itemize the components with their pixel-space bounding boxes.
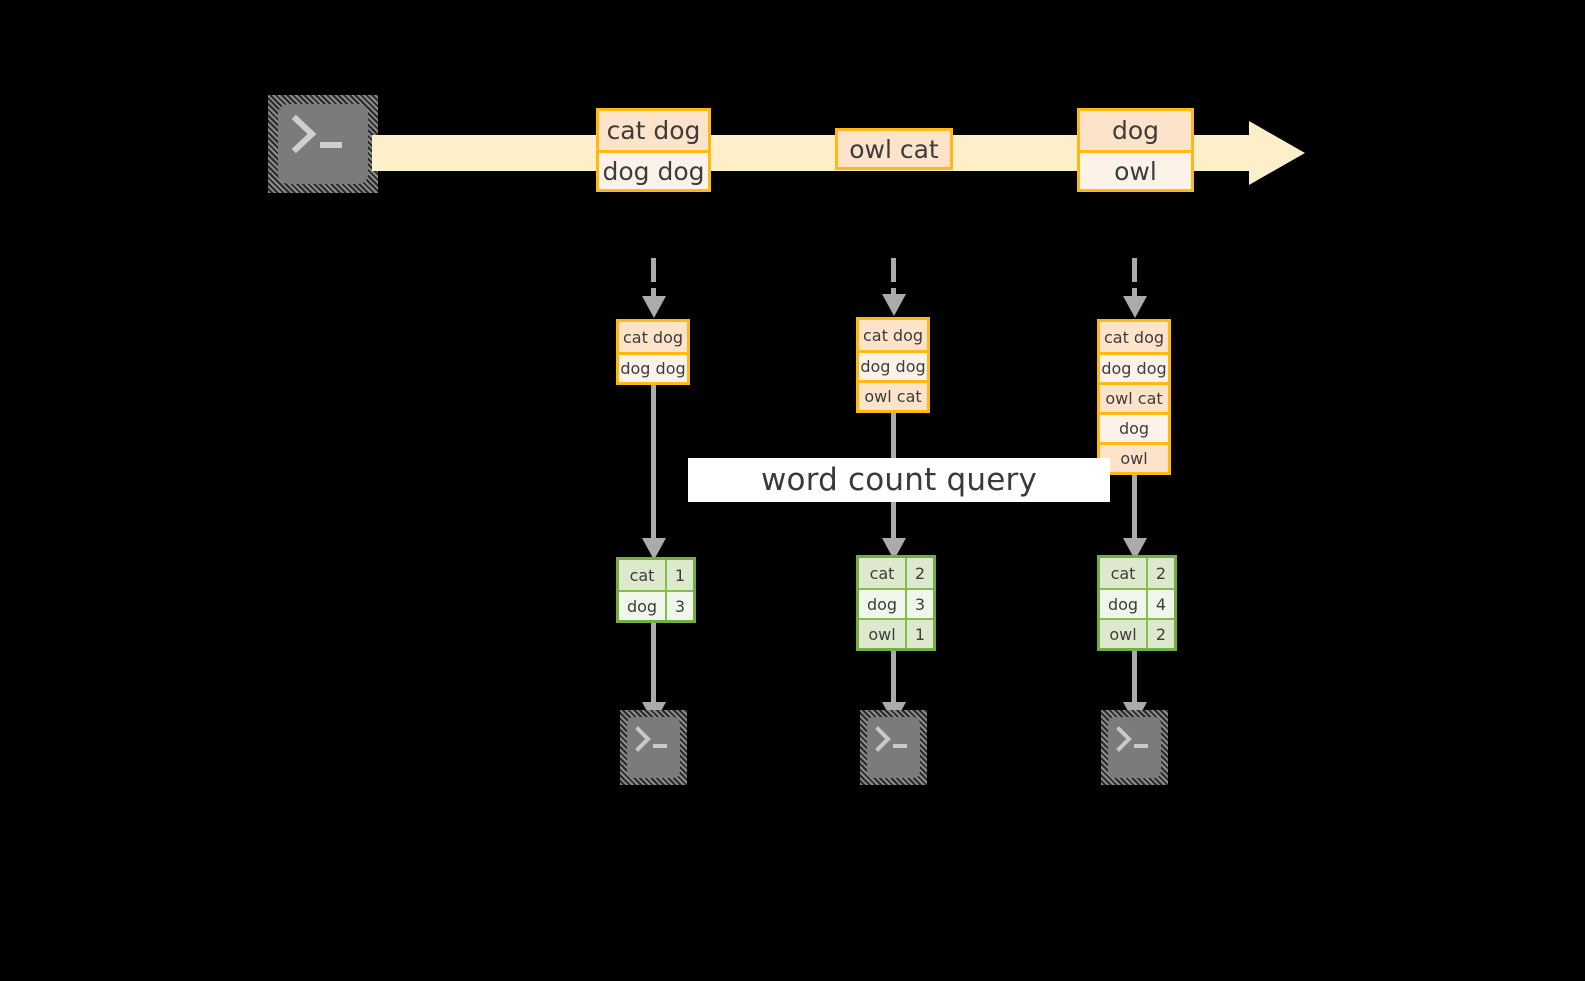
result-count: 2 xyxy=(905,558,933,588)
result-count: 2 xyxy=(1146,558,1174,588)
result-count: 2 xyxy=(1146,620,1174,648)
stream-record: cat dog xyxy=(599,111,708,150)
sink-connector-line xyxy=(651,623,656,710)
sink-connector-line xyxy=(891,651,896,710)
table-row: cat 2 xyxy=(1100,558,1174,588)
dashed-connector-segment xyxy=(651,258,656,282)
arrowhead-icon xyxy=(1123,296,1147,318)
table-row: dog 3 xyxy=(619,590,693,620)
result-count: 4 xyxy=(1146,590,1174,618)
stream-group-2[interactable]: owl cat xyxy=(835,128,953,170)
result-word: cat xyxy=(619,560,665,590)
result-table-column-1[interactable]: cat 1 dog 3 xyxy=(616,557,696,623)
snapshot-record: cat dog xyxy=(619,322,687,352)
table-row: cat 1 xyxy=(619,560,693,590)
result-word: dog xyxy=(859,590,905,618)
sink-connector-line xyxy=(1132,651,1137,710)
table-row: dog 4 xyxy=(1100,588,1174,618)
snapshot-record: cat dog xyxy=(859,320,927,350)
stream-record: dog dog xyxy=(599,150,708,189)
terminal-prompt-glyph xyxy=(875,726,907,752)
snapshot-record: dog dog xyxy=(619,352,687,382)
snapshot-record: owl xyxy=(1100,442,1168,472)
snapshot-record: dog dog xyxy=(1100,352,1168,382)
sink-terminal-icon-column-2 xyxy=(860,710,927,785)
snapshot-record: dog dog xyxy=(859,350,927,380)
result-word: owl xyxy=(859,620,905,648)
sink-terminal-icon-column-1 xyxy=(620,710,687,785)
table-row: cat 2 xyxy=(859,558,933,588)
dashed-connector-segment xyxy=(1132,288,1137,299)
snapshot-column-1[interactable]: cat dog dog dog xyxy=(616,319,690,385)
result-word: cat xyxy=(859,558,905,588)
stream-group-3[interactable]: dog owl xyxy=(1077,108,1194,192)
query-label-text: word count query xyxy=(760,462,1038,498)
result-table-column-3[interactable]: cat 2 dog 4 owl 2 xyxy=(1097,555,1177,651)
table-row: owl 1 xyxy=(859,618,933,648)
arrowhead-icon xyxy=(642,296,666,318)
snapshot-record: owl cat xyxy=(1100,382,1168,412)
stream-record: dog xyxy=(1080,111,1191,150)
table-row: owl 2 xyxy=(1100,618,1174,648)
arrowhead-icon xyxy=(642,538,666,560)
snapshot-record: cat dog xyxy=(1100,322,1168,352)
result-word: dog xyxy=(619,592,665,620)
terminal-prompt-glyph xyxy=(635,726,667,752)
sink-terminal-icon-column-3 xyxy=(1101,710,1168,785)
table-row: dog 3 xyxy=(859,588,933,618)
source-terminal-icon xyxy=(268,95,378,193)
terminal-prompt-glyph xyxy=(1116,726,1148,752)
snapshot-column-3[interactable]: cat dog dog dog owl cat dog owl xyxy=(1097,319,1171,475)
result-word: owl xyxy=(1100,620,1146,648)
query-connector-line xyxy=(1132,475,1137,542)
result-word: dog xyxy=(1100,590,1146,618)
result-count: 1 xyxy=(905,620,933,648)
dashed-connector-segment xyxy=(891,288,896,297)
result-count: 3 xyxy=(665,592,693,620)
snapshot-record: dog xyxy=(1100,412,1168,442)
terminal-prompt-glyph xyxy=(291,114,342,154)
stream-arrow-head xyxy=(1249,121,1305,185)
result-count: 1 xyxy=(665,560,693,590)
result-word: cat xyxy=(1100,558,1146,588)
dashed-connector-segment xyxy=(1132,258,1137,282)
arrowhead-icon xyxy=(882,294,906,316)
arrowhead-icon xyxy=(1123,538,1147,560)
dashed-connector-segment xyxy=(891,258,896,282)
stream-group-1[interactable]: cat dog dog dog xyxy=(596,108,711,192)
result-count: 3 xyxy=(905,590,933,618)
dashed-connector-segment xyxy=(651,288,656,299)
snapshot-record: owl cat xyxy=(859,380,927,410)
snapshot-column-2[interactable]: cat dog dog dog owl cat xyxy=(856,317,930,413)
stream-record: owl cat xyxy=(838,131,950,167)
result-table-column-2[interactable]: cat 2 dog 3 owl 1 xyxy=(856,555,936,651)
query-connector-line xyxy=(651,385,656,542)
stream-record: owl xyxy=(1080,150,1191,189)
arrowhead-icon xyxy=(882,538,906,560)
query-label-band: word count query xyxy=(688,458,1110,502)
